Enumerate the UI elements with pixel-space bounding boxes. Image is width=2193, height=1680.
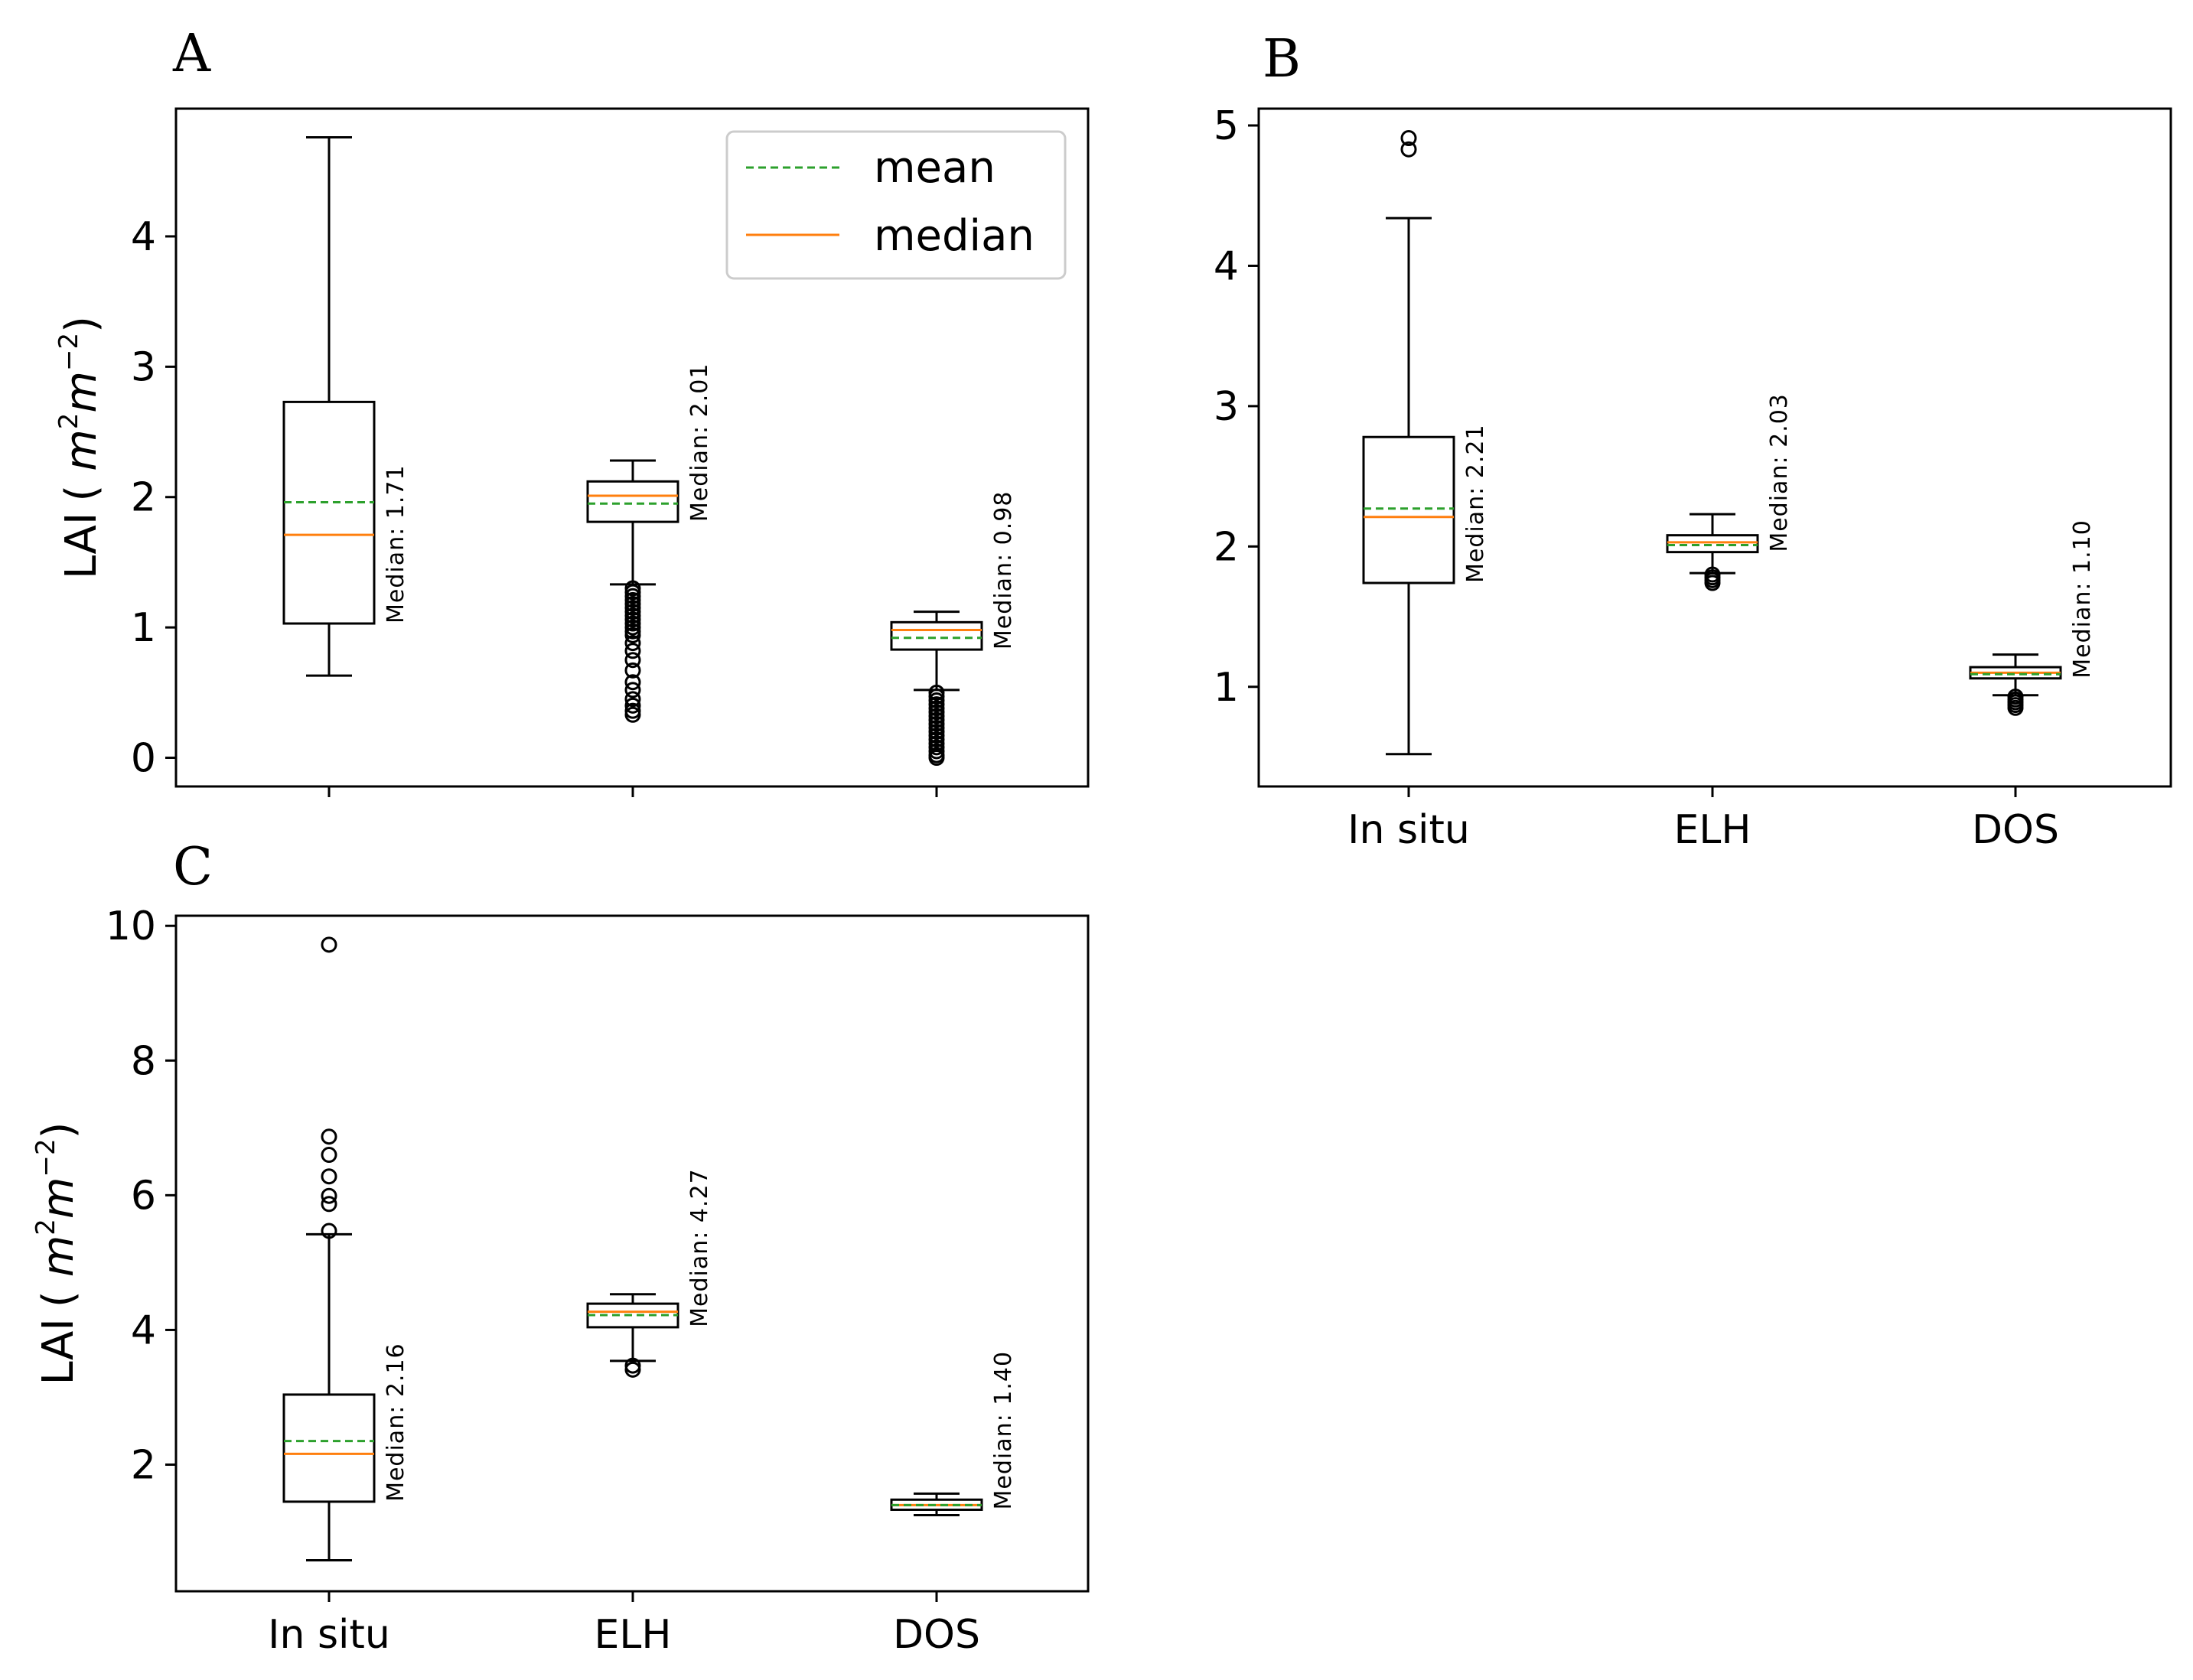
outlier-b-elh <box>1704 575 1721 591</box>
outlier-a-elh <box>624 691 641 708</box>
outlier-a-elh <box>624 652 641 669</box>
box-b-elh <box>1666 534 1759 554</box>
y-tick-label-b: 2 <box>1214 524 1239 570</box>
y-axis-label-paren-a: ( <box>57 485 106 502</box>
y-axis-label-paren-a: ) <box>57 316 106 333</box>
y-tick-label-c: 8 <box>131 1038 156 1084</box>
outlier-c-in-situ <box>321 1187 337 1204</box>
y-axis-label-part-c: LAI <box>34 1318 83 1385</box>
y-axis-label-part-c: 2 <box>31 1219 61 1236</box>
outlier-a-dos <box>928 750 945 767</box>
y-axis-label-part-a: 2 <box>54 413 84 430</box>
outlier-c-in-situ <box>321 1223 337 1239</box>
y-tick-label-b: 4 <box>1214 243 1239 289</box>
y-axis-label-part-a: LAI <box>57 513 106 579</box>
y-tick-label-b: 1 <box>1214 665 1239 711</box>
outlier-c-in-situ <box>321 1128 337 1145</box>
y-tick-label-a: 3 <box>131 344 156 390</box>
y-axis-label-paren-c: ( <box>34 1291 83 1307</box>
y-tick-label-c: 2 <box>131 1442 156 1488</box>
y-axis-label-part-c: m <box>34 1236 83 1278</box>
x-tick-label-b-dos: DOS <box>1972 807 2059 853</box>
outlier-a-elh <box>624 706 641 723</box>
outlier-c-elh <box>624 1361 641 1378</box>
box-a-in-situ <box>282 400 376 625</box>
outlier-c-in-situ <box>321 1147 337 1164</box>
panel-letter-b: B <box>1263 29 1301 90</box>
y-axis-label-paren-c: ) <box>34 1122 83 1139</box>
y-axis-label-a: LAI(m2m−2) <box>54 316 106 579</box>
median-annotation-a-elh: Median: 2.01 <box>686 363 713 523</box>
outlier-c-in-situ <box>321 936 337 953</box>
y-axis-label-part-c: −2 <box>31 1138 61 1177</box>
x-tick-label-c-in-situ: In situ <box>268 1612 390 1658</box>
y-tick-label-a: 1 <box>131 605 156 651</box>
median-annotation-b-in-situ: Median: 2.21 <box>1462 424 1489 583</box>
y-tick-label-a: 0 <box>131 736 156 782</box>
median-annotation-a-dos: Median: 0.98 <box>990 491 1017 650</box>
outlier-a-elh <box>624 682 641 698</box>
outlier-a-elh <box>624 697 641 714</box>
y-axis-label-c: LAI(m2m−2) <box>31 1122 83 1385</box>
y-axis-label-part-a: −2 <box>54 333 84 371</box>
y-tick-label-b: 5 <box>1214 103 1239 149</box>
x-tick-label-c-dos: DOS <box>893 1612 980 1658</box>
median-annotation-c-dos: Median: 1.40 <box>990 1351 1017 1510</box>
outlier-a-elh <box>624 662 641 679</box>
median-annotation-b-dos: Median: 1.10 <box>2069 519 2096 679</box>
legend-mean-label: mean <box>874 143 995 193</box>
y-tick-label-c: 10 <box>106 903 156 949</box>
box-c-in-situ <box>282 1393 376 1503</box>
median-annotation-c-in-situ: Median: 2.16 <box>383 1343 409 1502</box>
x-tick-label-b-in-situ: In situ <box>1347 807 1470 853</box>
outlier-a-elh <box>624 674 641 691</box>
panel-letter-a: A <box>172 24 211 84</box>
median-annotation-c-elh: Median: 4.27 <box>686 1168 713 1327</box>
legend-median-label: median <box>874 211 1035 261</box>
outlier-c-in-situ <box>321 1196 337 1213</box>
axes-frame-b <box>1257 107 2172 788</box>
y-tick-label-a: 4 <box>131 214 156 260</box>
outlier-b-dos <box>2007 699 2024 716</box>
outlier-a-elh <box>624 627 641 643</box>
box-a-elh <box>586 480 679 523</box>
y-tick-label-c: 4 <box>131 1307 156 1353</box>
outlier-a-elh <box>624 635 641 652</box>
box-b-in-situ <box>1362 435 1455 584</box>
outlier-a-elh <box>624 643 641 659</box>
y-tick-label-c: 6 <box>131 1173 156 1219</box>
y-axis-label-part-c: m <box>34 1177 83 1219</box>
outlier-c-in-situ <box>321 1168 337 1185</box>
y-axis-label-part-a: m <box>57 429 106 471</box>
x-tick-label-c-elh: ELH <box>595 1612 672 1658</box>
x-tick-label-b-elh: ELH <box>1674 807 1751 853</box>
outlier-b-in-situ <box>1400 141 1417 158</box>
median-annotation-a-in-situ: Median: 1.71 <box>383 464 409 623</box>
panel-letter-c: C <box>173 837 213 897</box>
legend: mean median <box>725 130 1067 280</box>
y-tick-label-b: 3 <box>1214 384 1239 430</box>
y-axis-label-part-a: m <box>57 371 106 413</box>
y-tick-label-a: 2 <box>131 475 156 521</box>
median-annotation-b-elh: Median: 2.03 <box>1766 393 1793 552</box>
box-a-dos <box>890 620 983 651</box>
outlier-b-in-situ <box>1400 130 1417 147</box>
